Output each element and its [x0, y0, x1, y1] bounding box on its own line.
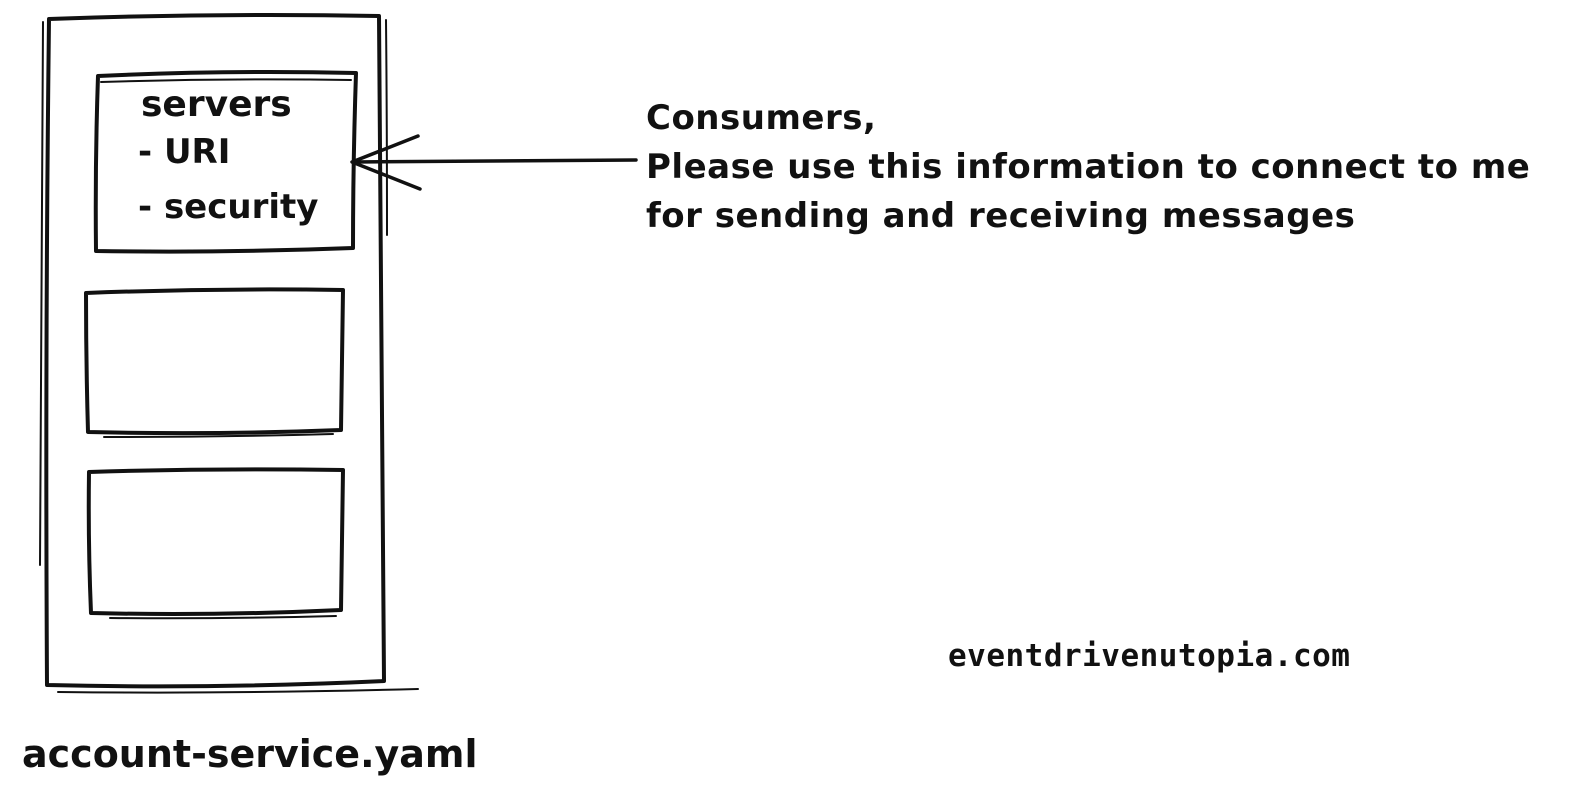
servers-box-item-security: - security — [138, 187, 319, 227]
empty-box-1-doubled-bottom — [103, 433, 334, 438]
consumer-annotation: Consumers, Please use this information t… — [646, 94, 1530, 241]
annotation-line-greeting: Consumers, — [646, 98, 877, 138]
servers-box-item-uri: - URI — [138, 132, 231, 172]
yaml-file-outline-doubled-right — [385, 19, 388, 236]
empty-box-1-outline — [84, 287, 345, 436]
annotation-arrow-head — [350, 134, 422, 191]
empty-box-2-doubled-bottom — [109, 615, 337, 620]
yaml-file-outline-doubled-bottom — [57, 688, 419, 694]
watermark-url: eventdrivenutopia.com — [948, 638, 1351, 674]
servers-box-doubled-top — [100, 78, 352, 83]
yaml-file-label: account-service.yaml — [22, 732, 478, 776]
yaml-file-outline — [44, 13, 386, 689]
servers-box-title: servers — [141, 84, 292, 125]
yaml-file-outline-doubled-left — [39, 21, 44, 566]
annotation-arrow-line — [352, 158, 638, 164]
annotation-line-instruction: Please use this information to connect t… — [646, 147, 1531, 187]
annotation-line-purpose: for sending and receiving messages — [646, 196, 1356, 236]
empty-box-2-outline — [86, 467, 345, 616]
servers-box-outline — [93, 70, 358, 254]
